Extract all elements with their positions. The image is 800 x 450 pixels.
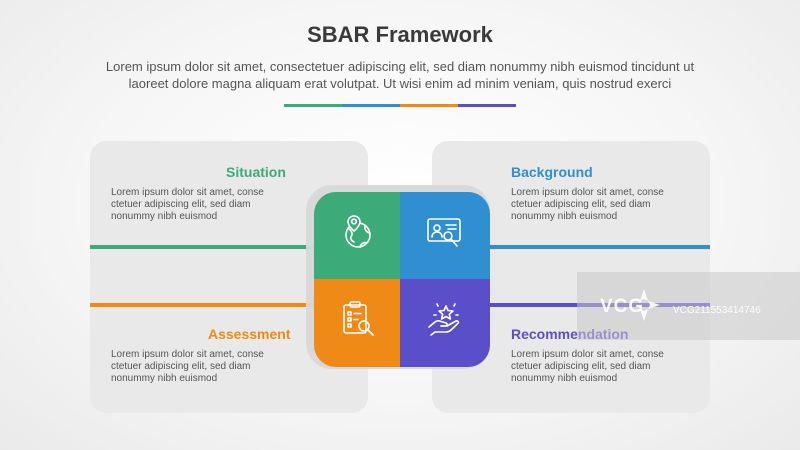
hand-star-icon	[428, 303, 460, 336]
recommendation-text-line-3: nonummy nibh euismod	[511, 373, 618, 384]
background-text-line-1: Lorem ipsum dolor sit amet, conse	[511, 187, 664, 198]
title-divider-blue	[342, 104, 400, 107]
assessment-text-line-2: ctetuer adipiscing elit, sed diam	[111, 361, 251, 372]
profile-search-icon	[427, 218, 461, 247]
watermark-id: VCG211553414746	[673, 305, 761, 316]
recommendation-quadrant	[400, 279, 490, 367]
situation-text-line-1: Lorem ipsum dolor sit amet, conse	[111, 187, 264, 198]
page-title: SBAR Framework	[307, 22, 493, 47]
watermark-logo-icon	[640, 289, 660, 321]
situation-text-line-2: ctetuer adipiscing elit, sed diam	[111, 199, 251, 210]
situation-quadrant	[314, 192, 400, 279]
title-divider-green	[284, 104, 342, 107]
recommendation-text-line-1: Lorem ipsum dolor sit amet, conse	[511, 349, 664, 360]
recommendation-text: Lorem ipsum dolor sit amet, conse ctetue…	[511, 349, 696, 385]
assessment-text: Lorem ipsum dolor sit amet, conse ctetue…	[111, 349, 296, 385]
background-heading: Background	[511, 164, 593, 180]
situation-text-line-3: nonummy nibh euismod	[111, 211, 218, 222]
title-divider-purple	[458, 104, 516, 107]
watermark-brand: VCG	[600, 296, 645, 317]
background-line	[478, 245, 710, 249]
background-text-line-3: nonummy nibh euismod	[511, 211, 618, 222]
assessment-text-line-1: Lorem ipsum dolor sit amet, conse	[111, 349, 264, 360]
subtitle-line-1: Lorem ipsum dolor sit amet, consectetuer…	[105, 59, 695, 74]
background-text-line-2: ctetuer adipiscing elit, sed diam	[511, 199, 651, 210]
situation-text: Lorem ipsum dolor sit amet, conse ctetue…	[111, 187, 296, 223]
center-quadrant-grid	[314, 192, 490, 367]
title-divider-orange	[400, 104, 458, 107]
page-subtitle: Lorem ipsum dolor sit amet, consectetuer…	[40, 58, 760, 92]
subtitle-line-2: laoreet dolore magna aliquam erat volutp…	[128, 76, 672, 91]
assessment-quadrant	[314, 279, 400, 367]
situation-line	[90, 245, 320, 249]
globe-location-pin-icon	[345, 215, 371, 248]
assessment-text-line-3: nonummy nibh euismod	[111, 373, 218, 384]
clipboard-search-icon	[343, 301, 374, 336]
situation-heading: Situation	[226, 164, 286, 180]
background-text: Lorem ipsum dolor sit amet, conse ctetue…	[511, 187, 696, 223]
assessment-heading: Assessment	[208, 326, 291, 342]
recommendation-text-line-2: ctetuer adipiscing elit, sed diam	[511, 361, 651, 372]
watermark-band	[577, 272, 800, 340]
background-quadrant	[400, 192, 490, 279]
assessment-line	[90, 303, 320, 307]
